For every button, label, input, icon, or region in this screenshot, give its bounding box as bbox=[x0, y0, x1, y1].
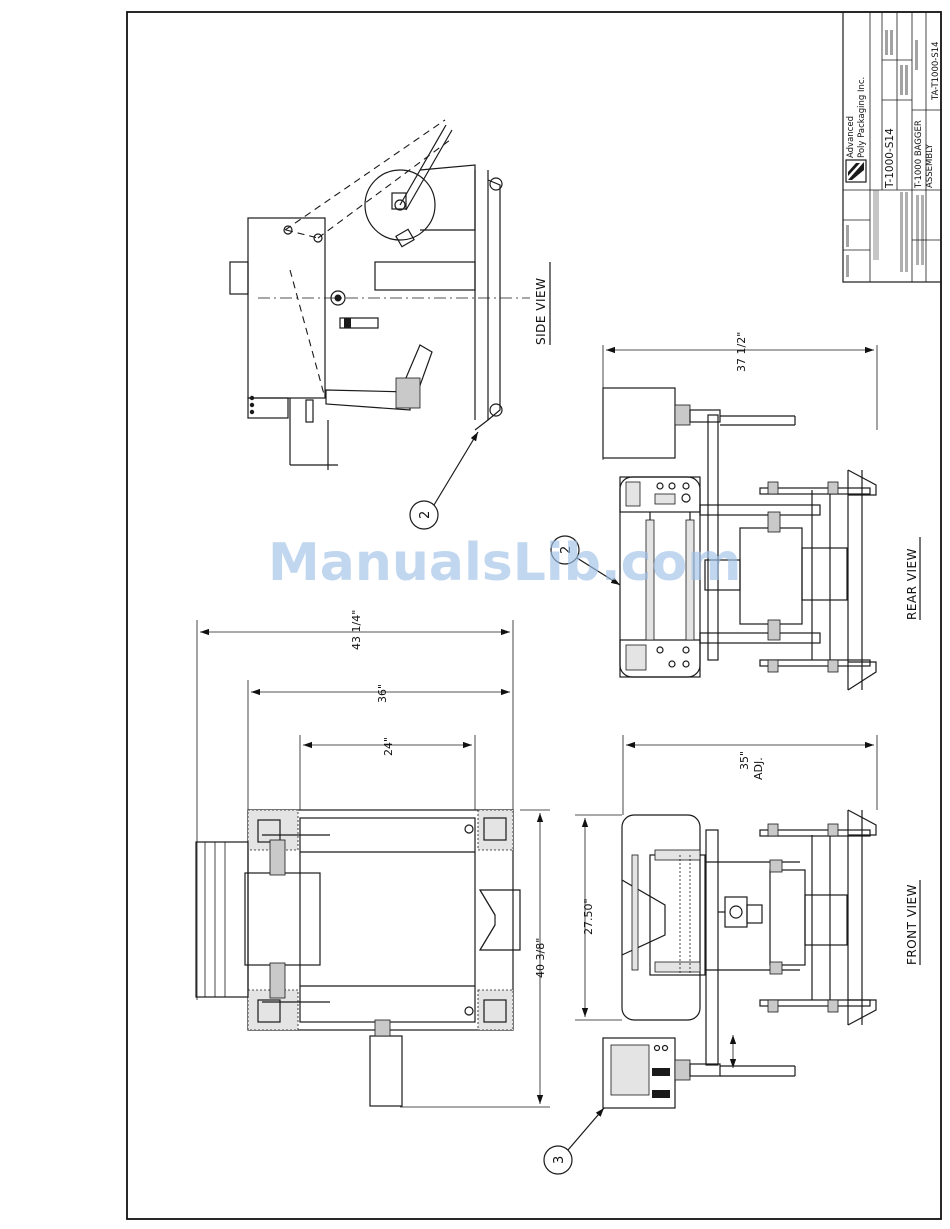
front-view-label: FRONT VIEW bbox=[905, 884, 919, 965]
rear-view-label: REAR VIEW bbox=[905, 548, 919, 620]
drawing-border bbox=[127, 12, 941, 1219]
callout-label: 3 bbox=[552, 1156, 567, 1164]
drawing-number: TA-T1000-S14 bbox=[931, 41, 941, 101]
dim-rear-height: 37 1/2" bbox=[735, 332, 748, 372]
company-logo bbox=[846, 160, 866, 182]
watermark: ManualsLib.com bbox=[268, 533, 741, 593]
dim-front-height: 35" bbox=[738, 751, 751, 770]
dim-overall-width: 43 1/4" bbox=[350, 610, 363, 650]
rear-view bbox=[603, 345, 877, 690]
callout-bubble: 3 bbox=[544, 1108, 604, 1174]
plan-view bbox=[196, 620, 550, 1107]
title-block: Advanced Poly Packaging Inc. T-1000-S14 … bbox=[843, 12, 941, 282]
side-view-label: SIDE VIEW bbox=[534, 278, 548, 346]
company-name-line2: Poly Packaging Inc. bbox=[857, 77, 867, 158]
description-line1: T-1000 BAGGER bbox=[914, 120, 924, 189]
side-view bbox=[230, 120, 530, 470]
description-line2: ASSEMBLY bbox=[925, 143, 935, 188]
callout-label: 2 bbox=[418, 511, 433, 519]
dim-front-height-note: ADJ. bbox=[752, 757, 765, 780]
callout-bubble: 2 bbox=[410, 432, 478, 529]
dim-front-width: 27.50" bbox=[582, 898, 595, 935]
company-name-line1: Advanced bbox=[846, 116, 856, 158]
front-view bbox=[575, 735, 877, 1108]
dim-36: 36" bbox=[376, 684, 389, 703]
dim-24: 24" bbox=[382, 737, 395, 756]
dim-depth: 40 3/8" bbox=[534, 938, 547, 978]
model-number: T-1000-S14 bbox=[884, 128, 896, 189]
